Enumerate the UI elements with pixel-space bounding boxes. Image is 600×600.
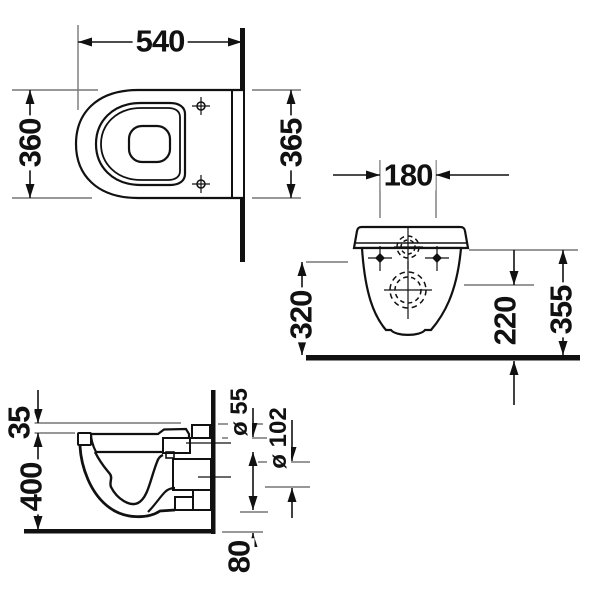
dim-label-depth-365: 365	[274, 115, 309, 171]
front-view-arrowheads	[297, 170, 568, 375]
top-view-arrowheads	[25, 37, 296, 198]
pan-profile-side	[77, 424, 231, 519]
front-view	[297, 160, 580, 405]
top-view-extension-lines	[12, 25, 301, 199]
wall-section-side-view	[211, 390, 216, 534]
bowl-body-front	[360, 246, 463, 336]
outlet-hole-front	[384, 261, 432, 319]
fixing-mark-left	[368, 246, 392, 271]
dim-label-width-540: 540	[132, 25, 188, 57]
dim-label-height-220: 220	[488, 293, 523, 349]
fixing-screw-top	[192, 97, 210, 115]
dim-label-depth-360: 360	[13, 115, 48, 171]
dim-label-inlet-diameter: ø 55	[226, 384, 253, 440]
dim-label-outlet-diameter: ø 102	[265, 404, 292, 472]
floor-line-side-view	[24, 529, 214, 534]
floor-line-front-view	[306, 355, 580, 361]
dim-label-fixing-180: 180	[380, 159, 436, 191]
dim-label-height-355: 355	[544, 282, 579, 338]
front-view-extension-lines	[306, 160, 578, 286]
dim-label-seat-35: 35	[2, 403, 37, 443]
dim-label-height-320: 320	[284, 287, 319, 343]
fixing-screw-bottom	[192, 175, 210, 193]
top-view	[12, 25, 301, 262]
fixing-mark-right	[425, 246, 449, 271]
rim-front	[352, 225, 470, 250]
water-spot	[127, 124, 172, 164]
dim-label-offset-80: 80	[222, 537, 257, 577]
bowl-rim-inner	[100, 107, 181, 181]
inlet-hole-front	[394, 228, 423, 269]
dim-label-height-400: 400	[14, 459, 49, 515]
